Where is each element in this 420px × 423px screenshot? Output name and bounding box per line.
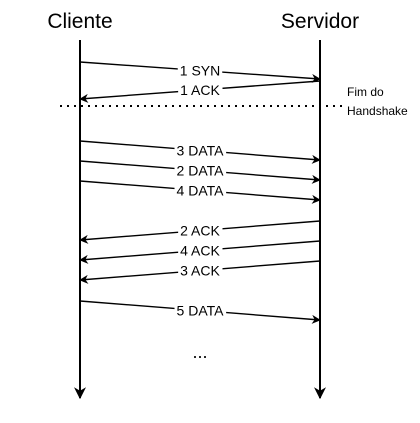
message-label-background <box>178 242 223 259</box>
message-label: 5 DATA <box>177 303 225 319</box>
message-label: 4 DATA <box>177 183 225 199</box>
handshake-note-line2: Handshake <box>347 104 408 118</box>
message-label-background <box>178 262 223 279</box>
message-label-background <box>178 222 223 239</box>
server-header: Servidor <box>281 10 359 33</box>
message-label: 3 DATA <box>177 143 225 159</box>
message-label: 2 ACK <box>180 223 220 239</box>
message-label-background <box>178 82 223 98</box>
message-label: 4 ACK <box>180 243 220 259</box>
message-label-background <box>174 142 227 159</box>
handshake-note-line1: Fim do <box>347 85 384 99</box>
message-labels: 1 SYN 1 ACK 3 DATA 2 DATA 4 DATA 2 ACK 4 ACK 3 … <box>174 62 227 319</box>
message-label-background <box>174 182 227 199</box>
message-label: 1 SYN <box>180 63 220 79</box>
message-label: 2 DATA <box>177 163 225 179</box>
message-label-background <box>174 302 227 319</box>
client-header: Cliente <box>47 10 112 33</box>
message-label: 1 ACK <box>180 82 220 98</box>
message-label-background <box>174 162 227 179</box>
message-label: 3 ACK <box>180 263 220 279</box>
message-label-background <box>177 62 223 79</box>
continuation-ellipsis: ... <box>192 342 207 362</box>
